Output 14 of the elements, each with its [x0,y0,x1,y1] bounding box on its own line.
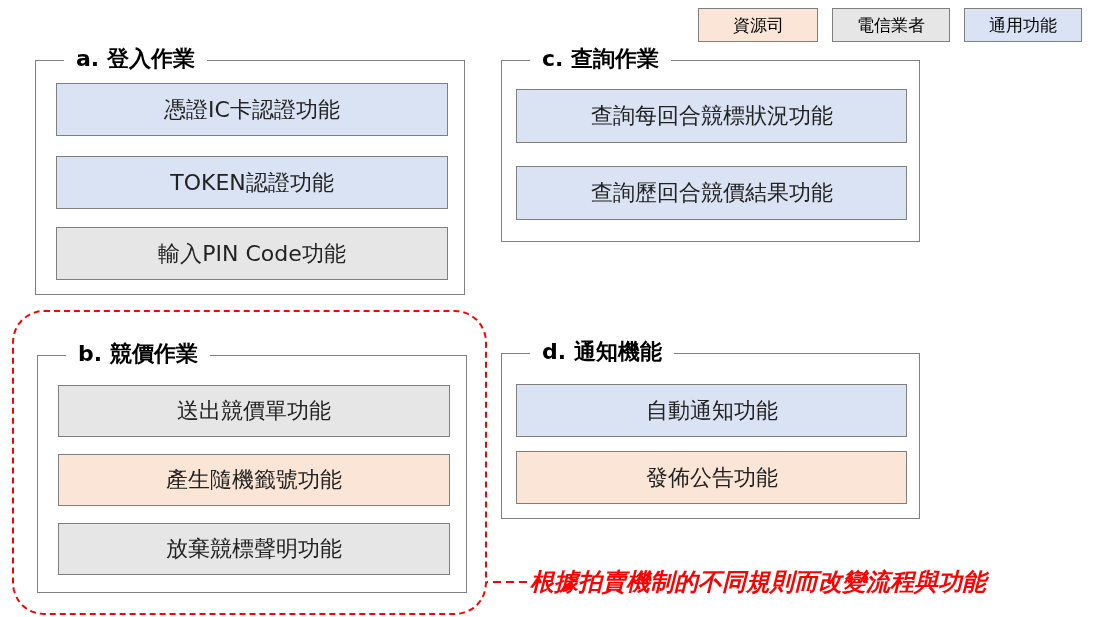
function-box: 自動通知功能 [516,384,907,437]
function-box: 憑證IC卡認證功能 [56,83,448,136]
function-box: TOKEN認證功能 [56,156,448,209]
legend-label: 通用功能 [989,13,1057,37]
function-box: 輸入PIN Code功能 [56,227,448,280]
function-box: 放棄競標聲明功能 [58,523,450,575]
legend-label: 資源司 [732,13,784,37]
function-box: 查詢每回合競標狀況功能 [516,89,907,143]
dashed-outline [12,310,487,615]
function-box: 查詢歷回合競價結果功能 [516,166,907,220]
legend-label: 電信業者 [857,13,925,37]
function-box: 產生隨機籤號功能 [58,454,450,506]
function-box: 送出競價單功能 [58,385,450,437]
function-box: 發佈公告功能 [516,451,907,504]
